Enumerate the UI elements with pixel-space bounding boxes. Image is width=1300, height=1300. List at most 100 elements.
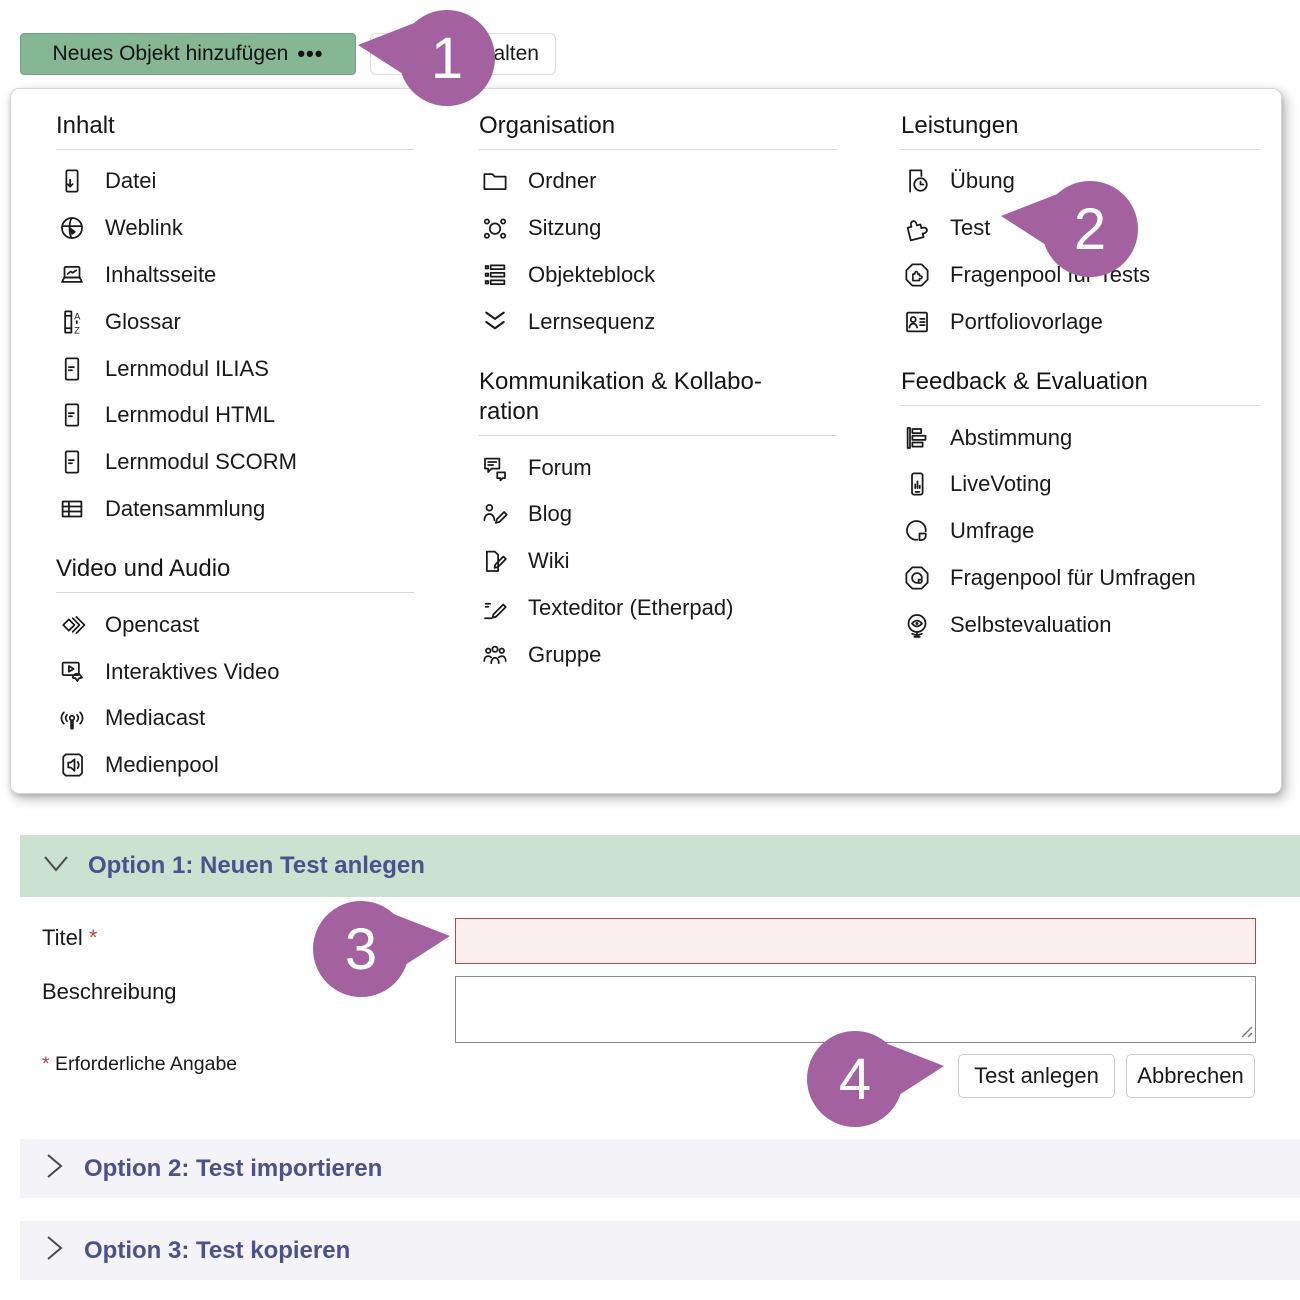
menu-item-label: Abstimmung <box>950 424 1073 450</box>
menu-item-ordner[interactable]: Ordner <box>479 158 879 205</box>
menu-item-lernmodul-scorm[interactable]: Lernmodul SCORM <box>56 439 456 486</box>
menu-item-test[interactable]: Test <box>901 205 1300 252</box>
opencast-icon <box>56 610 88 640</box>
menu-item-label: Medienpool <box>105 752 219 778</box>
learning-module-icon <box>56 447 88 477</box>
mediapool-icon <box>56 750 88 780</box>
menu-item-fragenpool-für-umfragen[interactable]: Fragenpool für Umfragen <box>901 555 1300 602</box>
menu-item-wiki[interactable]: Wiki <box>479 538 879 585</box>
menu-item-medienpool[interactable]: Medienpool <box>56 742 456 789</box>
accordion-option3-title: Option 3: Test kopieren <box>84 1236 351 1264</box>
chevron-right-icon <box>41 1233 67 1268</box>
svg-text:A: A <box>74 311 81 321</box>
toolbar-secondary-button[interactable]: alten <box>370 33 556 75</box>
menu-item-label: Umfrage <box>950 518 1035 544</box>
menu-item-label: Lernsequenz <box>528 308 656 334</box>
menu-item-label: Sitzung <box>528 215 602 241</box>
menu-item-übung[interactable]: Übung <box>901 158 1300 205</box>
menu-item-label: Wiki <box>528 548 570 574</box>
forum-icon <box>479 453 511 483</box>
required-note: * Erforderliche Angabe <box>42 1053 238 1075</box>
section-title-leistungen: Leistungen <box>901 99 1259 150</box>
self-evaluation-icon <box>901 610 933 640</box>
folder-icon <box>479 166 511 196</box>
menu-item-weblink[interactable]: Weblink <box>56 205 456 252</box>
menu-item-label: Fragenpool für Tests <box>950 261 1151 287</box>
svg-text:Z: Z <box>74 325 80 335</box>
pie-icon <box>901 516 933 546</box>
menu-item-label: Datensammlung <box>105 495 266 521</box>
menu-item-sitzung[interactable]: Sitzung <box>479 205 879 252</box>
table-icon <box>56 494 88 524</box>
menu-item-texteditor-etherpad[interactable]: Texteditor (Etherpad) <box>479 585 879 632</box>
menu-item-lernsequenz[interactable]: Lernsequenz <box>479 298 879 345</box>
menu-item-label: Lernmodul SCORM <box>105 449 297 475</box>
menu-item-label: Texteditor (Etherpad) <box>528 594 734 620</box>
description-textarea[interactable] <box>455 976 1256 1043</box>
menu-item-label: Portfoliovorlage <box>950 308 1103 334</box>
menu-item-inhaltsseite[interactable]: Inhaltsseite <box>56 252 456 299</box>
learning-module-icon <box>56 400 88 430</box>
menu-item-mediacast[interactable]: Mediacast <box>56 695 456 742</box>
accordion-option2-header[interactable]: Option 2: Test importieren <box>20 1139 1300 1198</box>
menu-item-objekteblock[interactable]: Objekteblock <box>479 252 879 299</box>
file-download-icon <box>56 166 88 196</box>
description-field-label: Beschreibung <box>42 979 177 1004</box>
menu-item-selbstevaluation[interactable]: Selbstevaluation <box>901 601 1300 648</box>
poll-icon <box>901 423 933 453</box>
add-new-object-label: Neues Objekt hinzufügen <box>52 42 289 65</box>
interactive-video-icon <box>56 657 88 687</box>
livevoting-icon <box>901 469 933 499</box>
menu-item-livevoting[interactable]: LiveVoting <box>901 461 1300 508</box>
menu-item-label: Mediacast <box>105 705 206 731</box>
group-icon <box>479 640 511 670</box>
learning-module-icon <box>56 354 88 384</box>
title-input[interactable] <box>455 918 1256 964</box>
menu-item-lernmodul-ilias[interactable]: Lernmodul ILIAS <box>56 345 456 392</box>
chevron-right-icon <box>41 1151 67 1186</box>
menu-item-lernmodul-html[interactable]: Lernmodul HTML <box>56 392 456 439</box>
menu-item-forum[interactable]: Forum <box>479 444 879 491</box>
title-field-label: Titel * <box>42 925 98 950</box>
callout-number: 4 <box>838 1046 872 1112</box>
menu-item-interaktives-video[interactable]: Interaktives Video <box>56 648 456 695</box>
accordion-option1-title: Option 1: Neuen Test anlegen <box>88 852 425 879</box>
menu-item-datei[interactable]: Datei <box>56 158 456 205</box>
menu-item-gruppe[interactable]: Gruppe <box>479 631 879 678</box>
menu-item-label: Forum <box>528 454 592 480</box>
etherpad-icon <box>479 593 511 623</box>
required-asterisk: * <box>42 1053 50 1075</box>
cancel-button[interactable]: Abbrechen <box>1126 1054 1255 1098</box>
section-title-organisation: Organisation <box>479 99 837 150</box>
exercise-icon <box>901 166 933 196</box>
menu-item-label: Lernmodul HTML <box>105 402 275 428</box>
create-test-button[interactable]: Test anlegen <box>958 1054 1115 1098</box>
sequence-icon <box>479 307 511 337</box>
menu-item-label: Objekteblock <box>528 261 656 287</box>
content-page-icon <box>56 260 88 290</box>
chevron-down-icon <box>41 851 71 882</box>
menu-item-abstimmung[interactable]: Abstimmung <box>901 414 1300 461</box>
accordion-option2-title: Option 2: Test importieren <box>84 1154 383 1182</box>
menu-item-label: Interaktives Video <box>105 658 280 684</box>
menu-item-label: Opencast <box>105 611 200 637</box>
menu-item-portfoliovorlage[interactable]: Portfoliovorlage <box>901 298 1300 345</box>
menu-item-label: Ordner <box>528 168 597 194</box>
section-title-inhalt: Inhalt <box>56 99 414 150</box>
menu-item-label: Übung <box>950 168 1015 194</box>
accordion-option3-header[interactable]: Option 3: Test kopieren <box>20 1221 1300 1280</box>
accordion-option1-header[interactable]: Option 1: Neuen Test anlegen <box>20 835 1300 897</box>
menu-item-umfrage[interactable]: Umfrage <box>901 508 1300 555</box>
puzzle-icon <box>901 213 933 243</box>
menu-item-blog[interactable]: Blog <box>479 491 879 538</box>
pie-pool-icon <box>901 563 933 593</box>
menu-item-opencast[interactable]: Opencast <box>56 601 456 648</box>
add-new-object-button[interactable]: Neues Objekt hinzufügen ••• <box>20 33 356 75</box>
menu-item-datensammlung[interactable]: Datensammlung <box>56 486 456 533</box>
menu-item-label: Inhaltsseite <box>105 261 217 287</box>
menu-item-fragenpool-für-tests[interactable]: Fragenpool für Tests <box>901 252 1300 299</box>
